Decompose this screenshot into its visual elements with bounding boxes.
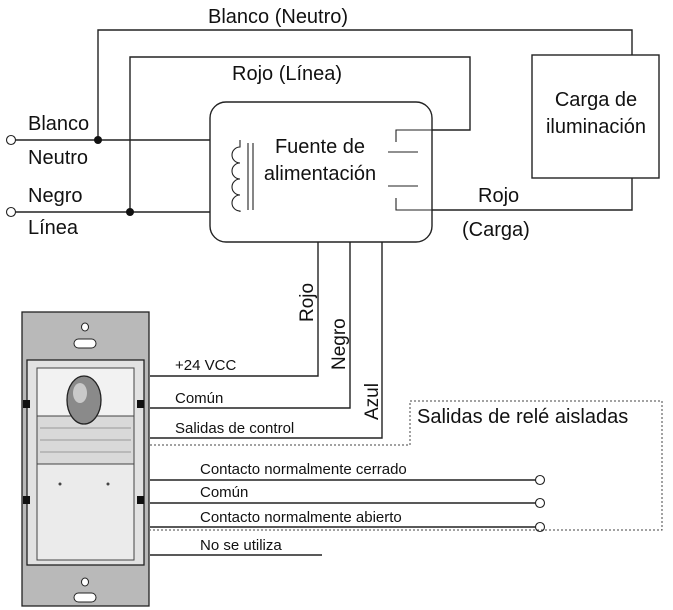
occupancy-sensor — [21, 311, 150, 607]
unused-label: No se utiliza — [200, 537, 282, 554]
side-clip-right-lower — [137, 496, 144, 504]
top-screw-hole — [81, 322, 89, 332]
white-terminal-label: Blanco — [28, 113, 89, 135]
pir-lens-highlight — [73, 383, 87, 403]
nc-label: Contacto normalmente cerrado — [200, 461, 407, 478]
line-terminal — [5, 206, 17, 218]
red-load-wire — [432, 178, 633, 211]
neutral-terminal-label: Neutro — [28, 147, 88, 169]
sensor-lower-panel — [36, 463, 135, 561]
neutral-junction-dot — [94, 136, 102, 144]
black-control-label: Negro — [329, 318, 350, 370]
red-line-wire — [129, 56, 471, 212]
power-supply-label-2: alimentación — [264, 163, 376, 185]
side-clip-right-upper — [137, 400, 144, 408]
nc-terminal — [534, 474, 546, 486]
white-neutral-wire — [97, 29, 633, 140]
relay-common-label: Común — [200, 484, 248, 501]
red-load-label: Rojo — [478, 185, 519, 207]
red-control-wire — [150, 242, 319, 377]
side-clip-left-lower — [23, 496, 30, 504]
indicator-dot-right — [106, 482, 110, 486]
side-clip-left-upper — [23, 400, 30, 408]
bottom-screw-hole — [81, 577, 89, 587]
plus24-label: +24 VCC — [175, 357, 236, 374]
relay-contact-upper — [388, 129, 432, 153]
line-junction-dot — [126, 208, 134, 216]
red-control-label: Rojo — [297, 283, 318, 322]
relay-contact-lower — [388, 185, 432, 211]
bottom-mount-slot — [73, 592, 97, 603]
no-terminal — [534, 521, 546, 533]
blue-control-label: Azul — [362, 383, 383, 420]
lighting-load-box — [531, 54, 660, 179]
load-label-2: iluminación — [546, 116, 646, 138]
power-supply-box — [209, 101, 433, 243]
isolated-relay-region — [150, 400, 663, 531]
indicator-dot-left — [58, 482, 62, 486]
power-supply-label-1: Fuente de — [275, 136, 365, 158]
relay-common-terminal — [534, 497, 546, 509]
isolated-relay-title: Salidas de relé aisladas — [417, 406, 628, 428]
blue-control-wire — [150, 242, 383, 439]
black-terminal-label: Negro — [28, 185, 82, 207]
transformer-coil — [231, 140, 241, 212]
load-label: (Carga) — [462, 219, 530, 241]
line-terminal-label: Línea — [28, 217, 79, 239]
white-neutral-label: Blanco (Neutro) — [208, 6, 348, 28]
control-output-label: Salidas de control — [175, 420, 294, 437]
load-label-1: Carga de — [555, 89, 637, 111]
common-output-label: Común — [175, 390, 223, 407]
top-mount-slot — [73, 338, 97, 349]
neutral-terminal — [5, 134, 17, 146]
black-control-wire — [150, 242, 351, 409]
red-line-label: Rojo (Línea) — [232, 63, 342, 85]
no-label: Contacto normalmente abierto — [200, 509, 402, 526]
